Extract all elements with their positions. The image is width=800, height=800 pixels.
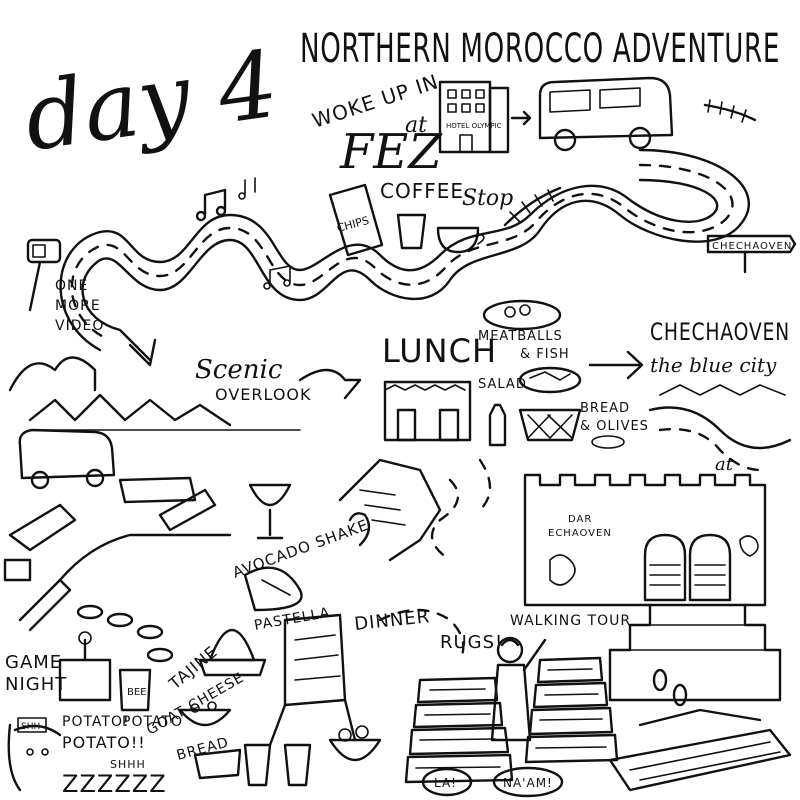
bee-label: BEE	[127, 687, 147, 698]
bottle-icon	[488, 403, 507, 447]
walking-path	[430, 478, 460, 562]
header: day 4 NORTHERN MOROCCO ADVENTURE WOKE UP…	[18, 26, 780, 180]
shh-sign-label: SHH	[21, 722, 40, 732]
one-label: ONE	[55, 278, 88, 294]
olives-label: & OLIVES	[580, 419, 649, 434]
lunch-plate-icon	[482, 299, 562, 331]
walking-tour-label: WALKING TOUR	[510, 613, 631, 629]
bee-jar-icon: BEE	[118, 668, 152, 712]
olives-dish-icon	[591, 435, 625, 449]
dar-label: DAR	[568, 514, 592, 525]
alley-stairs-icon	[338, 458, 442, 562]
dinner-table-icon	[268, 613, 357, 747]
chips-label: CHIPS	[335, 214, 370, 235]
salad-plate-icon	[518, 366, 582, 394]
more-label: MORE	[55, 298, 101, 314]
sleeping-person-icon: SHH	[7, 717, 62, 792]
pool-edge	[18, 578, 72, 632]
glasses-icon	[243, 743, 312, 787]
coffee-cup-icon	[396, 213, 485, 254]
lounge-chairs-icon	[3, 476, 217, 582]
tajine-pot-icon	[198, 628, 267, 677]
stairs-icon	[608, 603, 782, 702]
night-label: NIGHT	[5, 674, 67, 695]
winding-road	[59, 148, 750, 367]
coffee-stop-label: Stop	[462, 186, 513, 211]
rugs-label: RUGS!	[440, 632, 503, 653]
van-icon	[18, 428, 116, 490]
milkshake-glass-icon	[248, 483, 292, 540]
game-table-icon	[58, 631, 112, 702]
arrow-icon	[298, 368, 362, 400]
fez-text: FEZ	[339, 124, 443, 180]
riad-building-icon	[523, 473, 767, 607]
fish-label: & FISH	[520, 347, 570, 362]
page-title: NORTHERN MOROCCO ADVENTURE	[300, 26, 780, 72]
hills-icon	[8, 356, 301, 431]
meatballs-label: MEATBALLS	[478, 329, 563, 344]
walking-path	[478, 458, 492, 512]
rug-seller-figure	[490, 636, 547, 742]
salad-bowl-icon	[178, 701, 232, 727]
music-notes-icon	[195, 177, 291, 290]
walking-path	[378, 608, 465, 662]
la-label: LA!	[434, 776, 457, 790]
chechaouen-title: CHECHAOVEN	[650, 318, 790, 346]
overlook-label: OVERLOOK	[215, 385, 312, 404]
bread-evening-label: BREAD	[175, 735, 231, 764]
speech-bubble-naam: NA'AM!	[492, 766, 564, 798]
arrow-icon	[510, 110, 532, 126]
railroad-icon	[503, 99, 757, 227]
potato-3: POTATO!!	[62, 733, 146, 752]
stools-icon	[76, 604, 174, 663]
rug-stack-icon	[524, 656, 619, 764]
blue-city-label: the blue city	[650, 353, 777, 377]
shhh-label: SHHH	[110, 758, 146, 771]
pool-edge	[58, 533, 232, 582]
at-label: at	[715, 454, 734, 475]
scenic-label: Scenic	[195, 355, 283, 385]
potato-1: POTATO!	[62, 714, 130, 730]
salad-label: SALAD	[478, 377, 527, 392]
hotel-building-icon: HOTEL OLYMPIC	[438, 80, 510, 154]
bread-basket-icon	[518, 408, 582, 442]
footprints-icon	[652, 668, 688, 707]
phone-camera-icon	[26, 238, 62, 312]
chechaouen-sign: CHECHAOVEN	[706, 234, 797, 274]
dinner-label: DINNER	[353, 606, 431, 635]
game-label: GAME	[5, 652, 62, 673]
flower-bowl-icon	[328, 725, 382, 761]
bread-basket-icon	[193, 748, 242, 780]
bread-label: BREAD	[580, 401, 630, 416]
blue-city-houses-icon	[648, 384, 792, 472]
pastella-dish-icon	[243, 566, 303, 612]
naam-label: NA'AM!	[503, 776, 553, 790]
potato-2: POTATO	[122, 714, 183, 730]
lunch-label: LUNCH	[382, 332, 497, 370]
arrow-icon	[588, 350, 644, 380]
van-icon	[538, 76, 674, 152]
day-label: day 4	[18, 31, 284, 172]
at-text: at	[405, 113, 427, 138]
rolled-rug-icon	[608, 708, 792, 792]
sign-label: CHECHAOVEN	[712, 241, 792, 252]
hotel-label: HOTEL OLYMPIC	[446, 122, 502, 130]
zzz-label: ZZZZZZ	[62, 770, 167, 798]
video-label: VIDEO	[55, 318, 104, 334]
echaouen-label: ECHAOVEN	[548, 528, 612, 539]
restaurant-facade-icon	[383, 380, 472, 442]
rug-stack-icon	[404, 676, 514, 784]
speech-bubble-la: LA!	[421, 767, 473, 797]
coffee-label: COFFEE	[380, 179, 464, 203]
